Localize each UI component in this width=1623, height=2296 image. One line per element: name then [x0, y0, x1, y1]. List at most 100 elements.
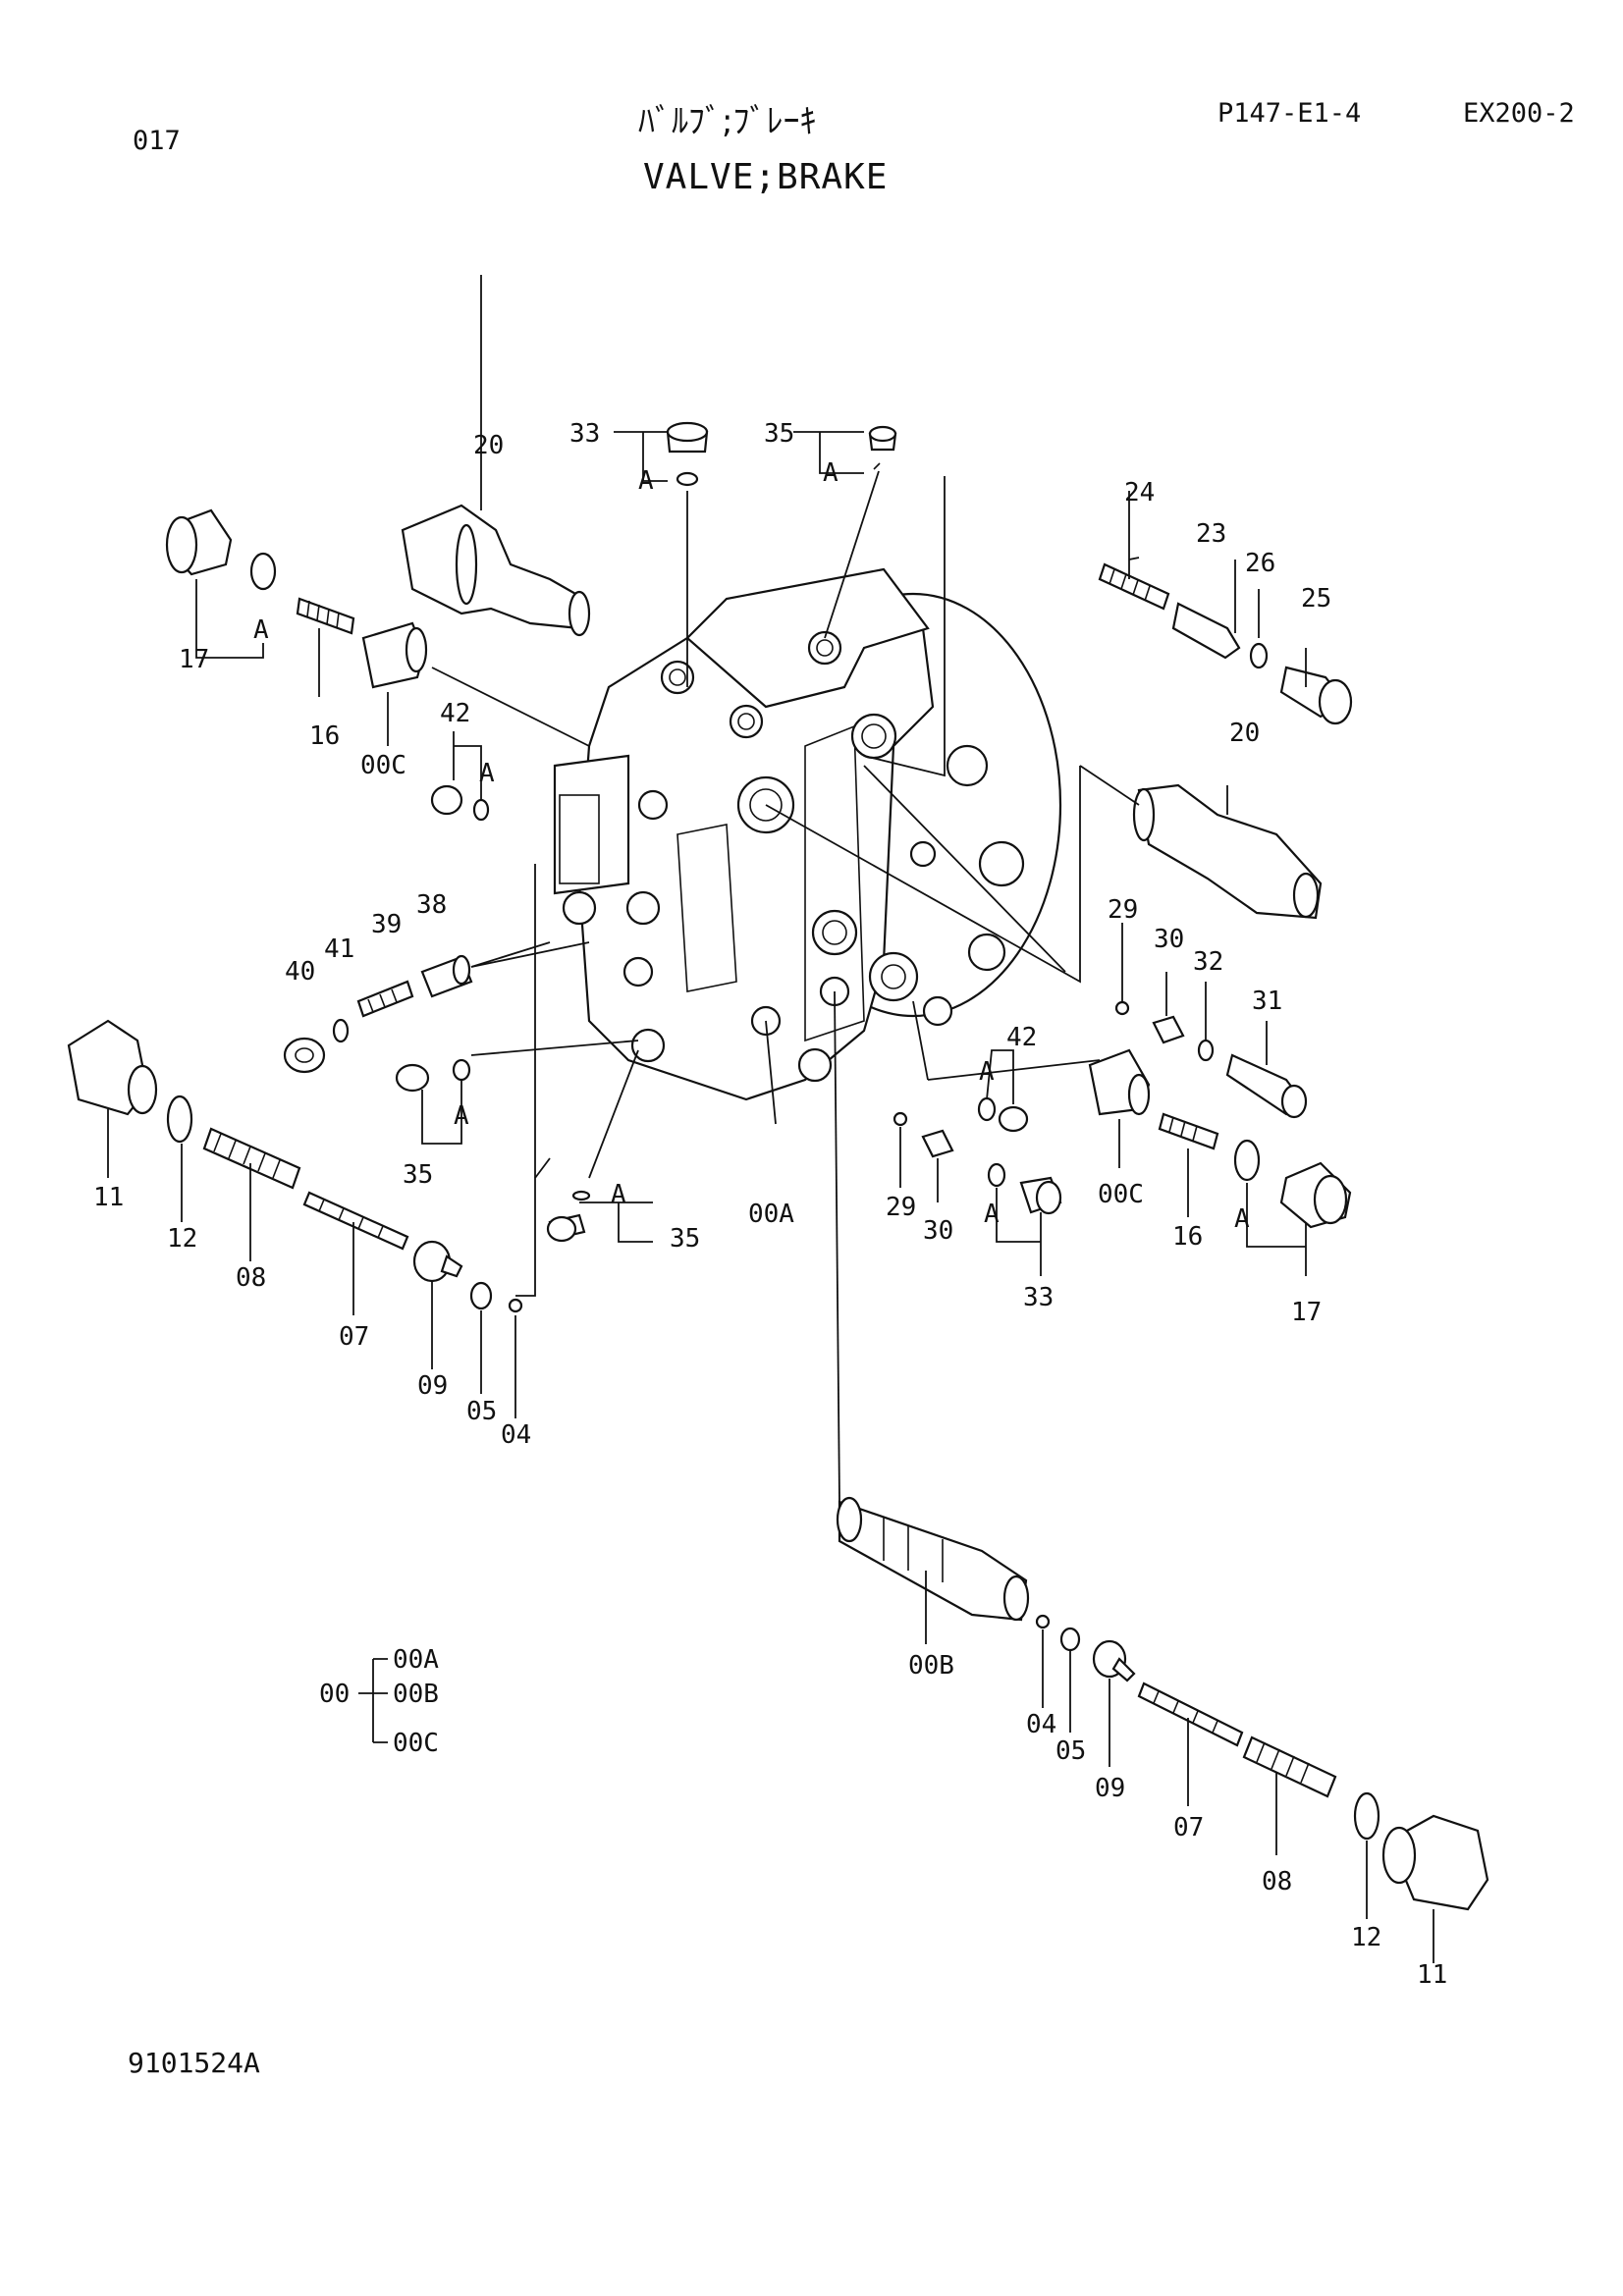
callout-label: 32 [1193, 947, 1223, 977]
oring-a-left [249, 552, 277, 591]
callout-label: 04 [1026, 1710, 1056, 1739]
callout-label: 16 [1172, 1222, 1203, 1252]
page-number: 017 [133, 126, 181, 156]
spring-39 [356, 980, 414, 1018]
ball-29-lower [893, 1111, 908, 1127]
assembly-legend: 00 00A 00B 00C [319, 1645, 439, 1758]
callout-label: 29 [886, 1193, 916, 1222]
spring-16-left [296, 597, 355, 635]
callout-label: 29 [1108, 895, 1138, 925]
page-code: P147-E1-4 [1217, 98, 1362, 129]
callout-label: 30 [1154, 925, 1184, 954]
relief-valve-20-left [401, 504, 591, 637]
callout-label: 08 [1262, 1867, 1292, 1896]
callout-label: 35 [764, 419, 794, 449]
plug-30-upper [1152, 1015, 1185, 1044]
callout-label: 41 [324, 934, 354, 964]
legend-root: 00 [319, 1680, 350, 1709]
callout-label: 07 [339, 1322, 369, 1352]
callout-label: 31 [1252, 987, 1282, 1016]
oring-a-35-left [452, 1058, 471, 1082]
callout-label: 42 [440, 699, 470, 728]
callout-label: 09 [1095, 1774, 1125, 1803]
oring-12-left [166, 1095, 193, 1144]
callout-label: 00C [1098, 1180, 1144, 1209]
callout-label: A [979, 1057, 995, 1087]
callout-label: 04 [501, 1420, 531, 1450]
oring-32 [1197, 1039, 1215, 1062]
poppet-09-right [1092, 1639, 1136, 1682]
spring-08-left [202, 1127, 301, 1190]
plug-35-lower [546, 1190, 591, 1243]
callout-label: 05 [1055, 1736, 1086, 1766]
callout-label: 00A [748, 1200, 794, 1229]
callout-label: A [479, 759, 495, 788]
callout-label: 25 [1301, 584, 1331, 614]
callout-label: 33 [1023, 1283, 1054, 1312]
callout-label: 16 [309, 721, 340, 751]
plug-31 [1225, 1053, 1308, 1119]
callout-label: 17 [179, 645, 209, 674]
callout-label: A [611, 1180, 626, 1209]
oring-12-right [1353, 1791, 1380, 1841]
callout-label: 35 [403, 1160, 433, 1190]
callout-label: 26 [1245, 549, 1275, 578]
spring-07-right [1137, 1682, 1244, 1747]
leader-lines [107, 275, 1434, 1963]
callout-label: 09 [417, 1371, 448, 1401]
legend-item: 00C [393, 1729, 439, 1758]
model-number: EX200-2 [1463, 98, 1575, 129]
callout-label: 12 [167, 1224, 197, 1254]
legend-item: 00B [393, 1680, 439, 1709]
callout-label: A [454, 1101, 469, 1131]
pin-23 [1171, 602, 1241, 660]
callout-label: 24 [1124, 478, 1155, 507]
callout-label: A [638, 466, 654, 496]
title-english: VALVE;BRAKE [643, 157, 889, 197]
callout-label: 30 [923, 1216, 953, 1246]
callout-label: 11 [93, 1183, 124, 1212]
callout-label: 11 [1417, 1960, 1447, 1990]
callout-label: A [253, 615, 269, 645]
callout-label: 20 [1229, 719, 1260, 748]
plug-33-lower [1019, 1176, 1062, 1215]
seat-05-right [1059, 1627, 1081, 1652]
relief-valve-20-right [1132, 783, 1323, 920]
plug-40 [283, 1037, 326, 1074]
oring-41 [332, 1018, 350, 1043]
callout-label: 20 [473, 431, 504, 460]
seat-05-left [469, 1281, 493, 1310]
cap-17-right [1279, 1161, 1352, 1229]
oring-a-17-right [1233, 1139, 1261, 1182]
callout-label: 23 [1196, 519, 1226, 549]
valve-body-00a [553, 567, 1062, 1101]
oring-26 [1249, 642, 1269, 669]
oring-a-42 [472, 798, 490, 822]
cap-11-left [67, 1019, 158, 1116]
spool-00c-left [361, 621, 428, 689]
callout-label: A [984, 1200, 1000, 1229]
callout-label: 07 [1173, 1813, 1204, 1842]
plug-30-lower [921, 1129, 954, 1158]
callout-label: 39 [371, 910, 402, 939]
callout-label: 00C [360, 751, 406, 780]
callout-label: 35 [670, 1224, 700, 1254]
plug-42-left [430, 784, 463, 816]
callout-label: 33 [569, 419, 600, 449]
callout-label: 17 [1291, 1298, 1322, 1327]
title-japanese: ﾊﾞﾙﾌﾞ;ﾌﾞﾚｰｷ [638, 102, 817, 141]
callout-label: 40 [285, 957, 315, 987]
ball-04-right [1035, 1614, 1051, 1629]
callout-label: 05 [466, 1397, 497, 1426]
callout-label: 00B [908, 1651, 954, 1681]
legend-item: 00A [393, 1645, 439, 1675]
callout-label: A [823, 458, 839, 488]
plug-25 [1279, 666, 1353, 725]
drawing-number: 9101524A [128, 2047, 260, 2079]
cap-11-right [1381, 1814, 1489, 1911]
ball-04-left [508, 1298, 523, 1313]
spring-07-left [302, 1191, 409, 1251]
ball-29-upper [1114, 1000, 1130, 1016]
plug-38 [420, 954, 473, 998]
